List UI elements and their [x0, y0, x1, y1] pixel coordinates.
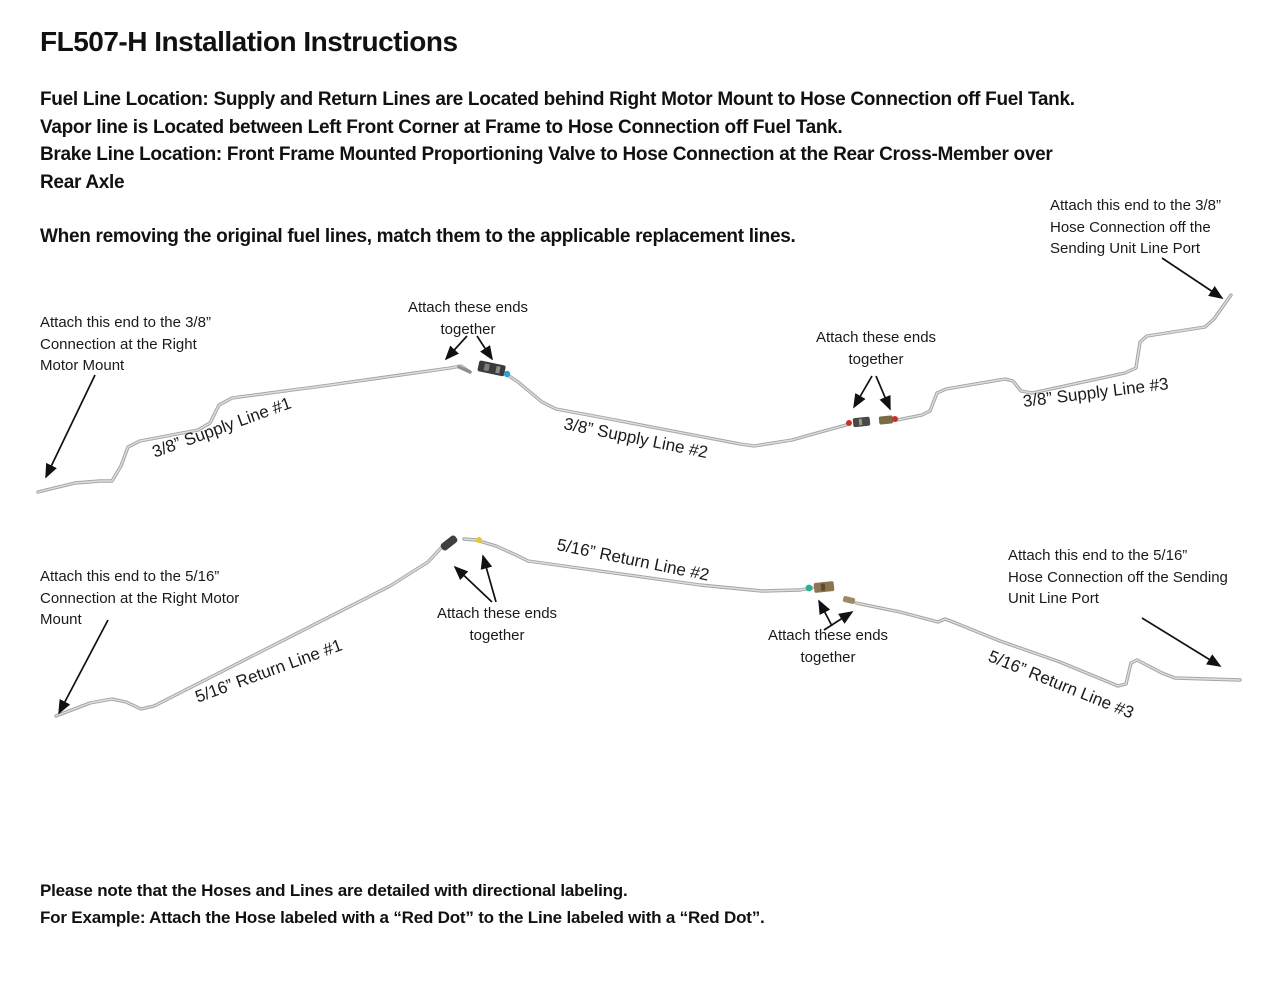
arrow-supply-join1-right — [476, 335, 493, 361]
return-line-3 — [854, 601, 1242, 688]
return-line-1 — [54, 546, 443, 718]
arrow-return-join1-left — [453, 565, 493, 603]
red-dot-marker — [892, 416, 898, 422]
red-dot-marker — [846, 420, 852, 426]
line-end-tip — [457, 365, 472, 374]
arrow-return-join2-left — [818, 599, 833, 627]
arrow-return-join2-right — [823, 611, 854, 631]
yellow-dot-marker — [476, 537, 482, 543]
supply-right-annotation: Attach this end to the 3/8” Hose Connect… — [1050, 197, 1221, 257]
arrow-supply-join2-left — [853, 375, 873, 409]
green-dot-marker — [805, 584, 813, 592]
return-hose-fitting-brass — [813, 581, 835, 593]
supply-hose-fitting-dark — [477, 360, 506, 377]
arrow-supply-join2-right — [875, 375, 891, 411]
supply-join2-annotation: Attach these ends together — [815, 329, 937, 368]
arrow-supply-right — [1161, 257, 1224, 299]
return-join2-annotation: Attach these ends together — [767, 627, 889, 666]
match-note: When removing the original fuel lines, m… — [40, 226, 796, 247]
supply-hose-fitting-brass — [878, 415, 894, 425]
return-left-annotation: Attach this end to the 5/16” Connection … — [40, 568, 240, 628]
return-join1-annotation: Attach these ends together — [436, 605, 558, 644]
arrow-return-left — [58, 619, 109, 715]
arrow-return-join1-right — [480, 554, 497, 603]
return-line-fitting-dark — [440, 535, 458, 551]
supply-line-1 — [36, 364, 472, 494]
footer-note: Please note that the Hoses and Lines are… — [40, 881, 765, 927]
arrow-supply-left — [45, 374, 96, 479]
arrow-supply-join1-left — [444, 335, 468, 361]
supply-line-2 — [504, 372, 848, 448]
supply-line-fitting-dark — [852, 416, 871, 428]
supply-left-annotation: Attach this end to the 3/8” Connection a… — [40, 314, 211, 374]
blue-dot-marker — [503, 370, 511, 378]
arrow-return-right — [1141, 617, 1222, 667]
supply-line-3 — [895, 293, 1233, 422]
return-line-fitting-brass — [842, 596, 856, 604]
page-title: FL507-H Installation Instructions — [40, 26, 458, 57]
return-line-2 — [462, 537, 814, 593]
location-paragraph: Fuel Line Location: Supply and Return Li… — [40, 89, 1075, 193]
supply-join1-annotation: Attach these ends together — [407, 299, 529, 338]
return-right-annotation: Attach this end to the 5/16” Hose Connec… — [1008, 547, 1228, 607]
